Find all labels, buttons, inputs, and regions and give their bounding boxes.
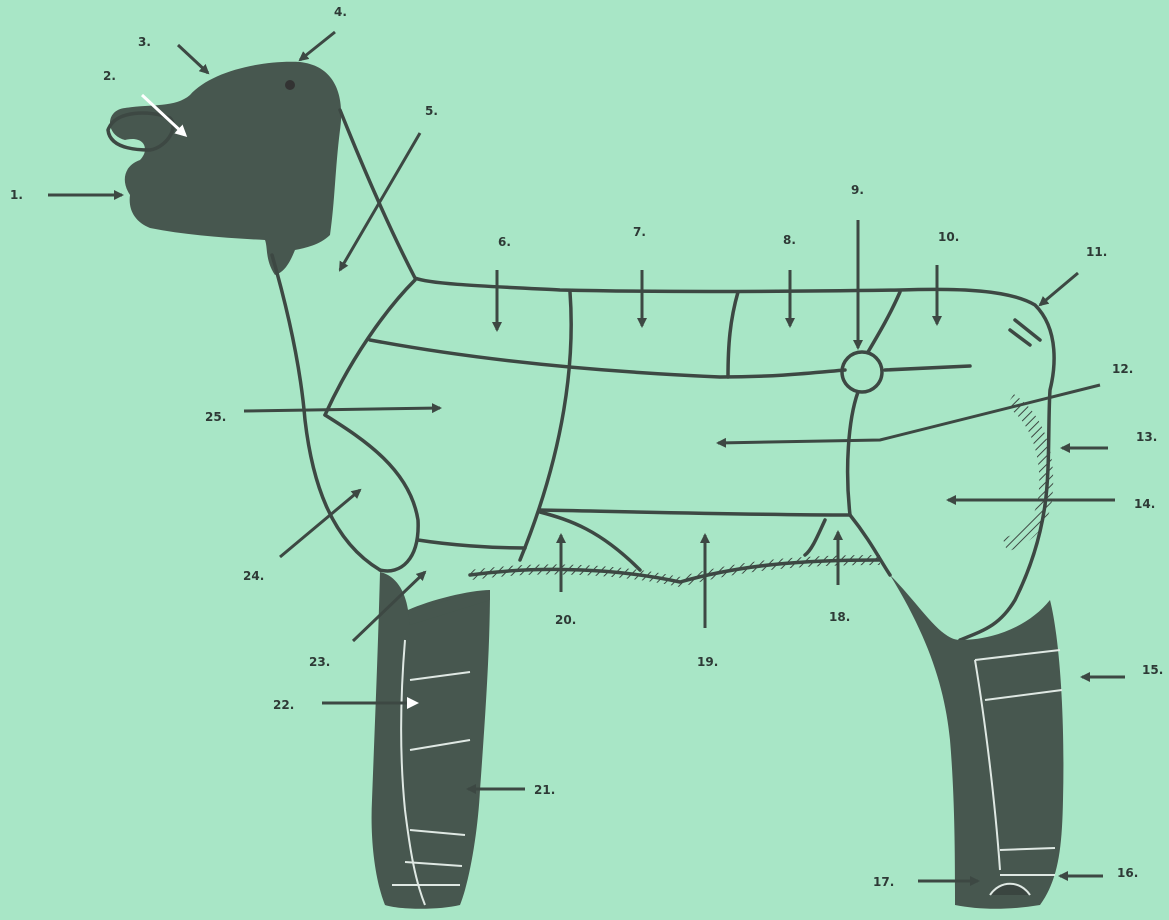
label-16: 16.: [1117, 866, 1138, 880]
label-10: 10.: [938, 230, 959, 244]
label-24: 24.: [243, 569, 264, 583]
label-14: 14.: [1134, 497, 1155, 511]
label-17: 17.: [873, 875, 894, 889]
label-15: 15.: [1142, 663, 1163, 677]
label-23: 23.: [309, 655, 330, 669]
label-5: 5.: [425, 104, 438, 118]
label-7: 7.: [633, 225, 646, 239]
label-12: 12.: [1112, 362, 1133, 376]
label-13: 13.: [1136, 430, 1157, 444]
label-4: 4.: [334, 5, 347, 19]
label-2: 2.: [103, 69, 116, 83]
label-11: 11.: [1086, 245, 1107, 259]
label-6: 6.: [498, 235, 511, 249]
label-8: 8.: [783, 233, 796, 247]
label-3: 3.: [138, 35, 151, 49]
label-22: 22.: [273, 698, 294, 712]
label-25: 25.: [205, 410, 226, 424]
label-9: 9.: [851, 183, 864, 197]
label-20: 20.: [555, 613, 576, 627]
label-1: 1.: [10, 188, 23, 202]
label-19: 19.: [697, 655, 718, 669]
label-18: 18.: [829, 610, 850, 624]
label-21: 21.: [534, 783, 555, 797]
